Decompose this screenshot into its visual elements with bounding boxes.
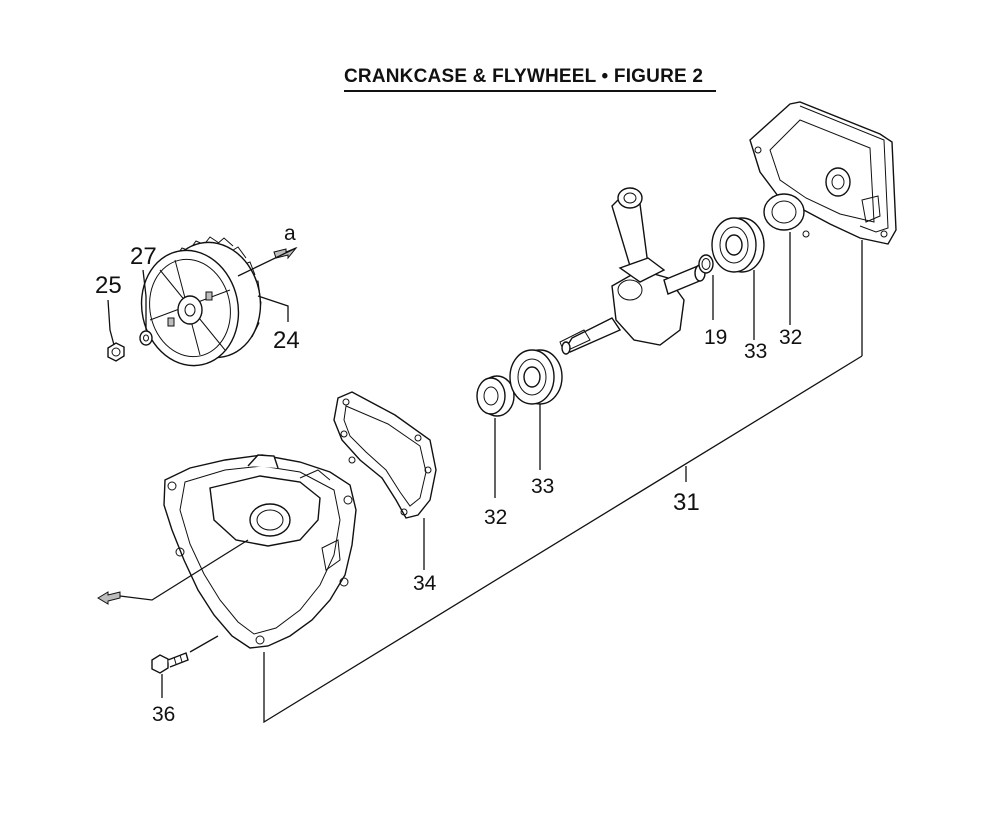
callout-24: 24 (273, 327, 300, 354)
callout-27: 27 (130, 243, 157, 270)
bearing-right (711, 217, 765, 273)
view-marker-label: a (284, 222, 296, 245)
case-bolt (151, 652, 189, 674)
crankshaft (559, 187, 706, 355)
callout-32-right: 32 (779, 326, 802, 349)
crankcase-left-half (163, 454, 357, 649)
crankcase-right-half (749, 101, 897, 245)
callout-36: 36 (152, 703, 175, 726)
oil-seal-left (476, 375, 515, 417)
callout-32-left: 32 (484, 506, 507, 529)
callout-34: 34 (413, 572, 437, 595)
callout-19: 19 (704, 326, 727, 349)
callout-33-left: 33 (531, 475, 554, 498)
callout-25: 25 (95, 272, 122, 299)
view-arrow-in (237, 246, 298, 277)
flywheel (140, 236, 262, 367)
callout-33-right: 33 (744, 340, 767, 363)
view-arrow-out (97, 539, 249, 605)
title-underline (344, 90, 716, 92)
bearing-left (509, 349, 563, 405)
gasket (333, 391, 437, 519)
circlip (698, 254, 714, 274)
assembly-bracket (263, 355, 863, 724)
flywheel-washer (139, 330, 153, 346)
callout-31: 31 (673, 489, 700, 516)
flywheel-nut (107, 342, 125, 362)
figure-title: CRANKCASE & FLYWHEEL • FIGURE 2 (344, 66, 704, 87)
